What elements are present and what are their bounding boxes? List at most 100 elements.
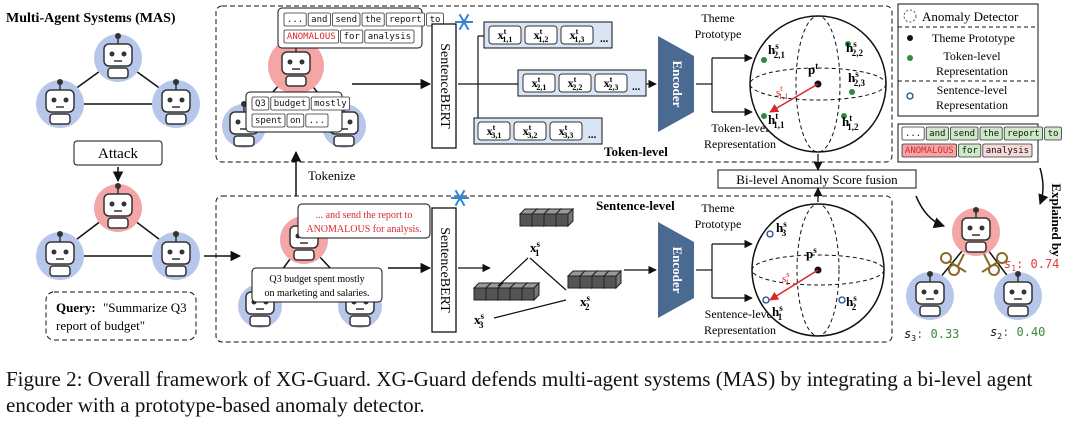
query-box	[45, 291, 197, 341]
token-chip-text: the	[983, 129, 999, 139]
token-chip	[340, 29, 364, 44]
scissors-icon	[940, 252, 967, 276]
figure-caption: Figure 2: Overall framework of XG-Guard.…	[6, 367, 1033, 417]
token-encoder-label: Encoder	[670, 61, 685, 108]
token-chip	[901, 126, 925, 141]
svg-text:hs3: hs3	[776, 219, 787, 238]
token-chip	[958, 143, 982, 158]
token-chip-text: ...	[309, 116, 325, 126]
sentence-bubble-red-1: ... and send the report to	[316, 210, 413, 221]
token-chip	[251, 96, 270, 111]
mas-bottom-graph	[36, 182, 200, 280]
token-rep-line2: Representation	[704, 137, 776, 151]
token-chip	[310, 96, 351, 111]
token-chip	[286, 113, 305, 128]
sentence-theme-line2: Prototype	[695, 217, 742, 231]
sentence-encoder	[658, 222, 694, 318]
svg-text:...: ...	[600, 33, 609, 45]
token-chip	[925, 126, 949, 141]
token-chip-text: report	[389, 15, 422, 25]
s1-label: s	[1004, 257, 1011, 271]
sentence-bubble-2: on marketing and salaries.	[265, 288, 370, 299]
explained-by-label: Explained by	[1049, 183, 1064, 257]
token-chip	[283, 12, 307, 27]
token-chip-text: report	[1007, 129, 1040, 139]
token-chip-text: mostly	[314, 99, 347, 109]
token-chip	[270, 96, 310, 111]
s2-value: : 0.40	[1002, 325, 1045, 339]
explanation-graph	[906, 206, 1042, 320]
token-chip	[1003, 126, 1044, 141]
legend-token-marker	[907, 55, 913, 61]
legend-item2-2: Representation	[936, 64, 1008, 78]
token-chip	[251, 113, 286, 128]
sentence-level-panel	[215, 195, 893, 343]
query-text-1: "Summarize Q3	[103, 300, 187, 315]
scissors-icon	[981, 252, 1008, 276]
sentence-rep-line1: Sentence-level	[705, 307, 776, 321]
token-chip	[305, 113, 329, 128]
s3-value: : 0.33	[916, 327, 959, 341]
token-chip-text: ...	[905, 129, 921, 139]
sentence-bubble-normal	[251, 267, 383, 303]
token-chip-text: ...	[287, 15, 303, 25]
svg-text:Query: "Summarize Q3: Query: "Summarize Q3	[56, 300, 187, 315]
sentence-bubble-anomalous	[297, 203, 431, 239]
token-chip	[901, 143, 957, 158]
svg-text:hs2: hs2	[846, 293, 857, 312]
frozen-snowflake-icon	[450, 189, 470, 207]
query-text-2: report of budget"	[56, 318, 145, 333]
sentence-bubble-red-2: ANOMALOUS for analysis.	[306, 224, 421, 235]
sentence-level-label: Sentence-level	[596, 198, 675, 213]
svg-text:s1: 0.74: s1: 0.74	[1004, 257, 1059, 273]
sentence-encoder-label: Encoder	[670, 247, 685, 294]
token-chip-text: ANOMALOUS	[905, 146, 954, 156]
attack-label: Attack	[98, 146, 138, 162]
attack-box	[73, 140, 163, 166]
svg-text:...: ...	[632, 81, 641, 93]
legend-item2-1: Token-level	[943, 49, 1001, 63]
svg-text:xs1: xs1	[530, 239, 541, 258]
token-chip-text: for	[962, 146, 979, 156]
token-chip-text: to	[430, 15, 441, 25]
token-chip	[385, 12, 426, 27]
token-chip-text: the	[365, 15, 381, 25]
sentence-rep-line2: Representation	[704, 323, 776, 337]
tokenize-label: Tokenize	[308, 168, 356, 183]
token-encoder	[658, 36, 694, 132]
token-rep-line1: Token-level	[711, 121, 769, 135]
sentence-theme-line1: Theme	[701, 201, 734, 215]
token-chip-text: analysis	[368, 32, 411, 42]
sentencebert-label-2: SentenceBERT	[437, 227, 452, 313]
s1-value: : 0.74	[1016, 257, 1059, 271]
token-chip-text: Q3	[255, 99, 266, 109]
svg-text:ps: ps	[806, 245, 817, 261]
token-chip-text: send	[335, 15, 357, 25]
s2-sub: 2	[997, 332, 1002, 341]
mas-top-graph	[36, 32, 200, 128]
legend-item3-2: Representation	[936, 98, 1008, 112]
sentencebert-token-block	[431, 23, 457, 149]
legend-item1: Theme Prototype	[932, 31, 1015, 45]
fusion-box	[717, 169, 917, 189]
svg-text:xs3: xs3	[474, 311, 485, 330]
legend-box	[897, 3, 1039, 117]
sentence-bubble-1: Q3 budget spent mostly	[269, 274, 364, 285]
legend-item3-1: Sentence-level	[937, 83, 1008, 97]
token-level-panel	[215, 5, 893, 163]
token-chip	[979, 126, 1003, 141]
frozen-snowflake-icon	[454, 13, 474, 31]
token-chip	[283, 29, 339, 44]
query-label: Query:	[56, 300, 96, 315]
sentencebert-sentence-block	[431, 207, 457, 333]
s3-sub: 3	[911, 334, 916, 343]
sentencebert-label: SentenceBERT	[437, 43, 452, 129]
